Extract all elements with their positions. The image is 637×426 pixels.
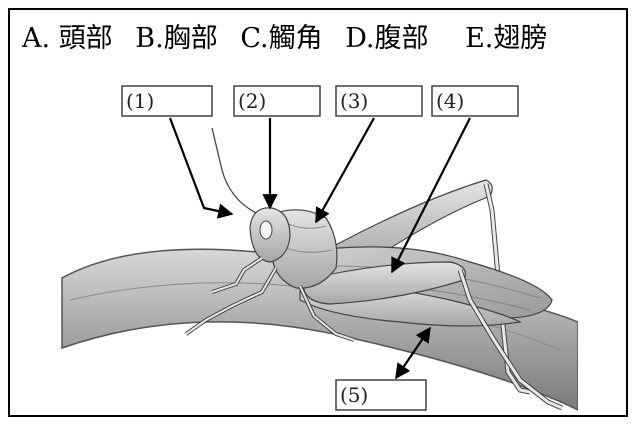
option-a: A. 頭部 xyxy=(22,23,113,54)
arrow-4 xyxy=(391,117,471,274)
label-box-2: (2) xyxy=(233,85,321,117)
arrow-5 xyxy=(395,326,431,380)
label-box-5: (5) xyxy=(335,379,427,411)
option-c-text: 觸角 xyxy=(268,23,323,54)
label-1: (1) xyxy=(126,89,154,113)
option-d-text: 腹部 xyxy=(374,23,429,54)
grasshopper-diagram: (1) (2) (3) (4) (5) xyxy=(61,85,578,411)
label-box-3: (3) xyxy=(335,85,423,117)
pointer-arrows xyxy=(168,117,471,380)
option-d-letter: D. xyxy=(345,23,375,54)
option-b-letter: B. xyxy=(135,23,164,54)
label-box-1: (1) xyxy=(121,85,213,117)
label-5: (5) xyxy=(340,383,368,407)
option-b: B.胸部 xyxy=(135,23,217,54)
antenna xyxy=(211,127,259,215)
answer-options: A. 頭部 B.胸部 C.觸角 D.腹部 E.翅膀 xyxy=(22,16,561,55)
option-e: E.翅膀 xyxy=(465,23,547,54)
option-b-text: 胸部 xyxy=(163,23,218,54)
label-3: (3) xyxy=(340,89,368,113)
option-e-letter: E. xyxy=(465,23,494,54)
option-a-text: 頭部 xyxy=(58,23,113,54)
arrow-3 xyxy=(315,117,375,224)
arrow-1 xyxy=(168,117,234,219)
question-border xyxy=(8,8,628,417)
option-a-letter: A. xyxy=(22,23,51,54)
head xyxy=(249,207,291,263)
label-2: (2) xyxy=(238,89,266,113)
option-d: D.腹部 xyxy=(345,23,428,54)
option-e-text: 翅膀 xyxy=(493,23,548,54)
label-4: (4) xyxy=(436,89,464,113)
option-c: C.觸角 xyxy=(240,23,322,54)
hind-femur xyxy=(302,261,563,411)
hind-leg xyxy=(328,179,531,395)
label-box-4: (4) xyxy=(431,85,519,117)
option-c-letter: C. xyxy=(240,23,269,54)
